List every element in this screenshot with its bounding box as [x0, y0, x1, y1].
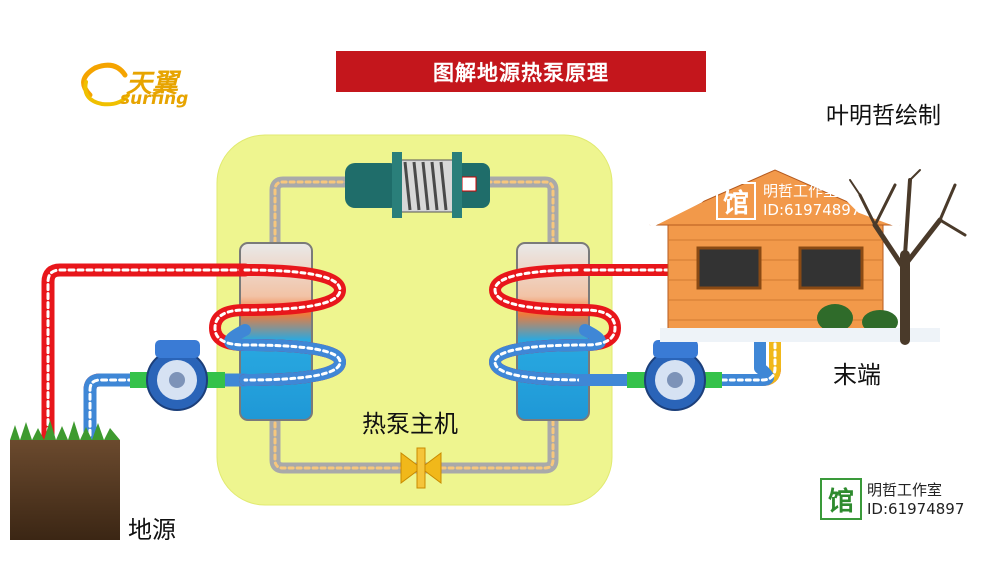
brand-logo-icon	[81, 62, 130, 107]
compressor-icon	[345, 152, 490, 218]
watermark-line2-corner: ID:61974897	[867, 500, 965, 518]
author-label: 叶明哲绘制	[826, 103, 941, 129]
host-label: 热泵主机	[362, 410, 458, 438]
page-title: 图解地源热泵原理	[336, 51, 706, 92]
water-pump-icon	[130, 340, 225, 411]
water-pump-icon	[627, 340, 722, 411]
house-icon	[648, 146, 940, 342]
brand-logo-text: 天翼	[126, 69, 179, 99]
watermark-line1-corner: 明哲工作室	[867, 481, 943, 499]
tree-icon	[849, 169, 967, 345]
watermark-badge-house: 馆	[716, 182, 756, 220]
watermark-line2-house: ID:61974897	[763, 201, 861, 219]
brand-logo-sub: surfing	[120, 89, 189, 109]
source-label: 地源	[128, 516, 176, 544]
terminal-label: 末端	[833, 361, 881, 389]
ground-soil-icon	[10, 420, 120, 540]
watermark-line1-house: 明哲工作室	[763, 182, 839, 200]
expansion-valve-icon	[400, 447, 442, 489]
watermark-badge-corner: 馆	[820, 478, 862, 520]
